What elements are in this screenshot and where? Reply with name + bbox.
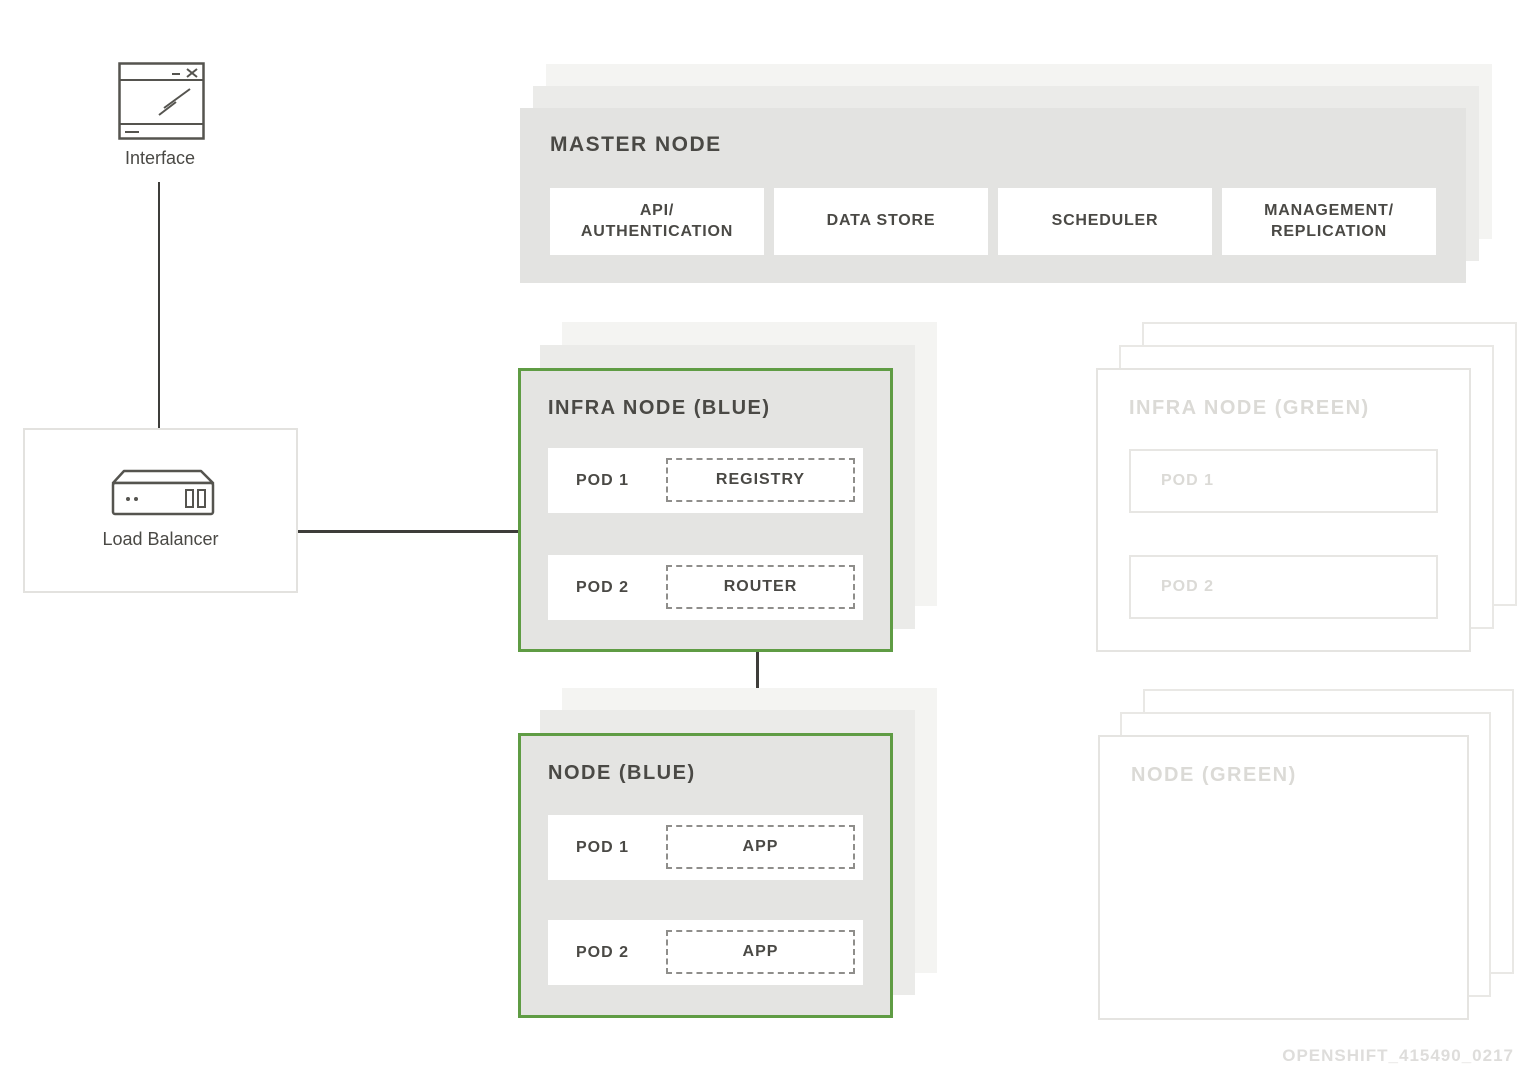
infra-node-green: INFRA NODE (GREEN) POD 1 POD 2 (1096, 368, 1471, 652)
infra-node-blue-title: INFRA NODE (BLUE) (548, 397, 771, 419)
node-green-title: NODE (GREEN) (1131, 764, 1297, 786)
master-component-data-store: DATA STORE (774, 188, 988, 255)
watermark-text: OPENSHIFT_415490_0217 (1282, 1046, 1514, 1065)
pod-row: POD 2 ROUTER (548, 555, 863, 620)
pod-name: POD 2 (1161, 578, 1215, 595)
pod-row: POD 1 (1129, 449, 1438, 513)
master-components-row: API/ AUTHENTICATION DATA STORE SCHEDULER… (550, 188, 1436, 255)
pod-row: POD 2 (1129, 555, 1438, 619)
pod-name: POD 2 (576, 944, 630, 961)
pod-service-app: APP (666, 930, 855, 974)
pod-service-registry: REGISTRY (666, 458, 855, 502)
browser-window-icon (118, 62, 205, 140)
pod-row: POD 2 APP (548, 920, 863, 985)
pod-row: POD 1 REGISTRY (548, 448, 863, 513)
pod-name: POD 1 (576, 839, 630, 856)
connector-interface-loadbalancer (158, 182, 160, 428)
pod-name: POD 1 (1161, 472, 1215, 489)
pod-name: POD 2 (576, 579, 630, 596)
pod-name: POD 1 (576, 472, 630, 489)
master-component-management-replication: MANAGEMENT/ REPLICATION (1222, 188, 1436, 255)
master-node-title: MASTER NODE (550, 133, 722, 156)
pod-row: POD 1 APP (548, 815, 863, 880)
server-icon (111, 469, 215, 516)
infra-node-green-title: INFRA NODE (GREEN) (1129, 397, 1370, 419)
pod-service-app: APP (666, 825, 855, 869)
node-blue-title: NODE (BLUE) (548, 762, 696, 784)
interface-label: Interface (124, 148, 196, 168)
load-balancer-label: Load Balancer (102, 529, 219, 549)
pod-service-router: ROUTER (666, 565, 855, 609)
node-green: NODE (GREEN) (1098, 735, 1469, 1020)
master-component-api-authentication: API/ AUTHENTICATION (550, 188, 764, 255)
node-blue: NODE (BLUE) POD 1 APP POD 2 APP (518, 733, 893, 1018)
infra-node-blue: INFRA NODE (BLUE) POD 1 REGISTRY POD 2 R… (518, 368, 893, 652)
master-node: MASTER NODE API/ AUTHENTICATION DATA STO… (520, 108, 1466, 283)
load-balancer-node: Load Balancer (23, 428, 298, 593)
master-component-scheduler: SCHEDULER (998, 188, 1212, 255)
